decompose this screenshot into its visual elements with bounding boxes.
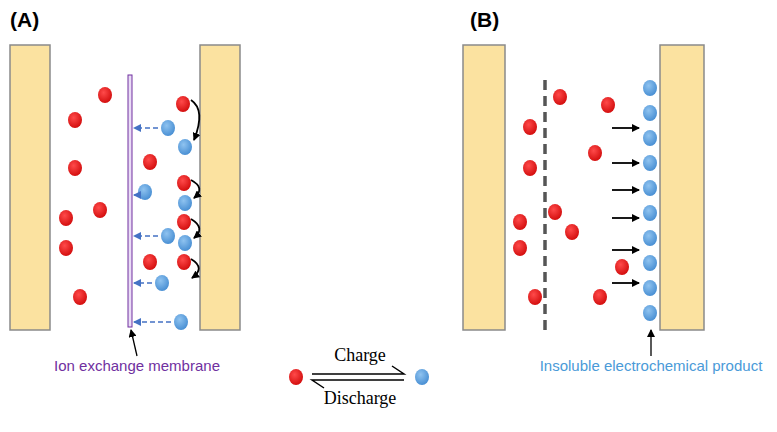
reaction-arrows: [191, 100, 199, 278]
migration-arrows: [134, 128, 171, 322]
electrode: [10, 45, 50, 330]
leader-line: [131, 330, 137, 356]
product-label: Insoluble electrochemical product: [540, 358, 763, 375]
deposition-arrows: [612, 128, 639, 283]
red-ion: [289, 369, 303, 385]
electrode: [200, 45, 240, 330]
forward-arrow: [312, 366, 404, 374]
reaction-label: Charge: [334, 346, 386, 366]
panel-letter: (B): [470, 8, 499, 31]
separator: [543, 80, 547, 330]
reaction-label: Discharge: [324, 389, 397, 409]
deposit: [643, 80, 657, 321]
electrode: [463, 45, 505, 330]
electrode: [660, 45, 704, 330]
reverse-arrow: [312, 380, 404, 388]
leader-line: [650, 330, 651, 356]
blue-ions: [138, 120, 192, 330]
red-ions: [59, 87, 191, 305]
blue-ion: [415, 369, 429, 385]
red-ions: [513, 89, 629, 305]
membrane-label: Ion exchange membrane: [54, 358, 220, 375]
membrane: [128, 75, 132, 327]
panel-letter: (A): [10, 8, 39, 31]
